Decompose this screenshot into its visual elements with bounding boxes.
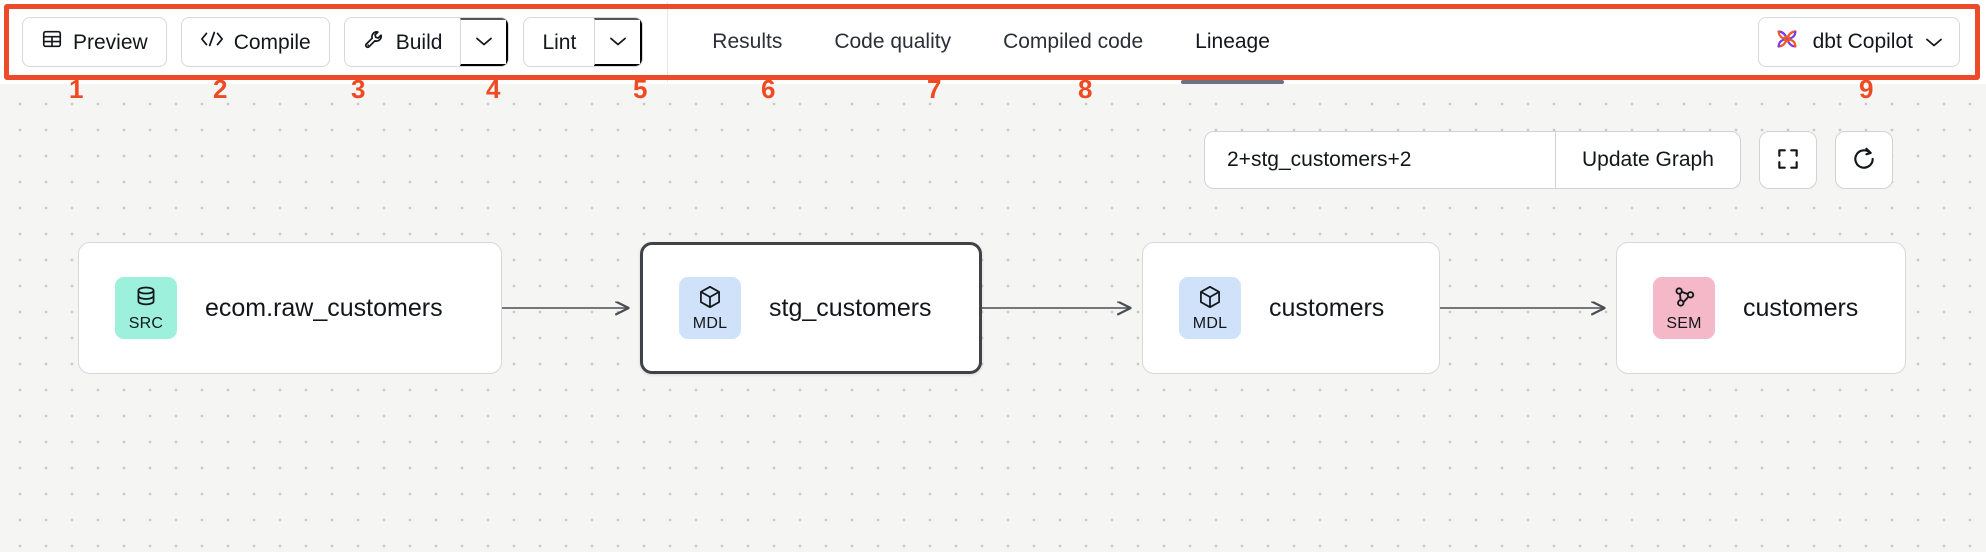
lineage-node-stg-customers[interactable]: MDL stg_customers — [640, 242, 982, 374]
lineage-edges — [502, 84, 1986, 552]
dbt-copilot-swirl-icon — [1773, 25, 1801, 59]
node-type-badge-sem: SEM — [1653, 277, 1715, 339]
semantic-graph-icon — [1671, 284, 1697, 315]
fit-view-button[interactable] — [1758, 131, 1817, 189]
cube-3d-icon — [697, 284, 723, 315]
fullscreen-expand-icon — [1775, 146, 1801, 175]
lineage-node-label: customers — [1743, 293, 1859, 322]
toolbar-divider — [667, 2, 669, 82]
compile-button-label: Compile — [233, 30, 311, 54]
lint-split-button: Lint — [523, 17, 644, 67]
chevron-down-icon — [609, 35, 627, 50]
update-graph-button[interactable]: Update Graph — [1555, 132, 1740, 188]
refresh-clockwise-icon — [1851, 146, 1877, 175]
build-button-label: Build — [395, 30, 443, 54]
lineage-node-label: ecom.raw_customers — [205, 293, 443, 322]
node-type-badge-src: SRC — [115, 277, 177, 339]
tab-code-quality-label: Code quality — [834, 30, 952, 53]
preview-button[interactable]: Preview — [22, 17, 167, 67]
tab-compiled-code[interactable]: Compiled code — [977, 0, 1169, 84]
node-type-badge-mdl: MDL — [1179, 277, 1241, 339]
graph-selector-input[interactable] — [1205, 132, 1555, 188]
database-cylinder-icon — [133, 284, 159, 315]
lineage-node-label: customers — [1269, 293, 1385, 322]
dbt-copilot-label: dbt Copilot — [1812, 30, 1913, 53]
node-type-badge-src-label: SRC — [128, 315, 164, 332]
top-toolbar: Preview Compile — [0, 0, 1986, 84]
lint-dropdown-toggle[interactable] — [594, 18, 643, 66]
preview-button-label: Preview — [73, 30, 148, 54]
top-toolbar-region: Preview Compile — [0, 0, 1986, 84]
node-type-badge-sem-label: SEM — [1666, 315, 1702, 332]
graph-selector-group: Update Graph — [1204, 131, 1741, 189]
node-type-badge-mdl: MDL — [679, 277, 741, 339]
cube-3d-icon — [1197, 284, 1223, 315]
lineage-node-sem-customers[interactable]: SEM customers — [1616, 242, 1906, 374]
build-dropdown-toggle[interactable] — [460, 18, 509, 66]
lint-button-label: Lint — [542, 30, 577, 54]
tab-lineage-label: Lineage — [1195, 30, 1270, 53]
refresh-graph-button[interactable] — [1834, 131, 1893, 189]
build-button[interactable]: Build — [345, 18, 461, 66]
graph-controls: Update Graph — [1204, 131, 1893, 189]
lint-button[interactable]: Lint — [524, 18, 594, 66]
dbt-copilot-button[interactable]: dbt Copilot — [1757, 17, 1960, 67]
lineage-node-src-raw-customers[interactable]: SRC ecom.raw_customers — [78, 242, 502, 374]
node-type-badge-mdl-label: MDL — [692, 315, 728, 332]
code-brackets-icon — [200, 29, 224, 55]
tab-results[interactable]: Results — [686, 0, 808, 84]
wrench-icon — [363, 29, 386, 55]
panel-tabs: Results Code quality Compiled code Linea… — [686, 0, 1296, 84]
lineage-node-label: stg_customers — [769, 293, 932, 322]
build-split-button: Build — [343, 17, 510, 67]
lineage-canvas[interactable]: Update Graph — [0, 84, 1986, 552]
tab-lineage[interactable]: Lineage — [1169, 0, 1296, 84]
lineage-node-mdl-customers[interactable]: MDL customers — [1142, 242, 1440, 374]
chevron-down-icon — [475, 35, 493, 50]
tab-code-quality[interactable]: Code quality — [808, 0, 977, 84]
table-grid-icon — [41, 28, 63, 56]
tab-compiled-code-label: Compiled code — [1003, 30, 1144, 53]
node-type-badge-mdl-label: MDL — [1192, 315, 1228, 332]
compile-button[interactable]: Compile — [180, 17, 330, 67]
tab-results-label: Results — [712, 30, 783, 53]
chevron-down-icon — [1925, 30, 1943, 54]
